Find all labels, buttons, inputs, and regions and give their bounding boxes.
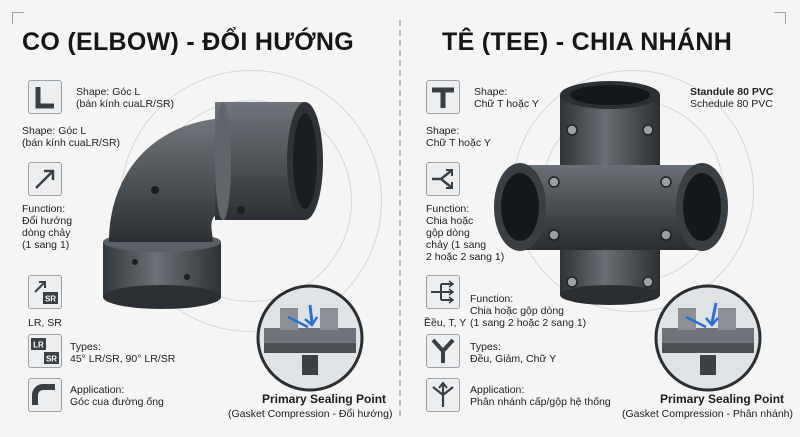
t-shape-icon xyxy=(426,80,460,114)
y-shape-icon xyxy=(426,334,460,368)
corner-mark xyxy=(12,12,24,24)
tee-pipe-illustration xyxy=(494,81,728,305)
sr-badge-text: SR xyxy=(45,295,56,304)
tee-function2-line2: Chia hoặc gộp dòng xyxy=(470,305,564,317)
function-line4: (1 sang 1) xyxy=(22,239,70,251)
tee-function2-label: Function: xyxy=(470,293,514,305)
tee-types-desc: Đều, Giảm, Chữ Y xyxy=(470,353,557,365)
short-radius-icon: SR xyxy=(28,275,62,309)
tee-seal-subtitle: (Gasket Compression - Phân nhánh) xyxy=(622,408,793,420)
shape2-desc: (bán kính cuaLR/SR) xyxy=(22,137,121,149)
tee-application-label: Application: xyxy=(470,384,525,396)
seal-title: Primary Sealing Point xyxy=(262,392,387,406)
pipe-bend-icon xyxy=(28,378,62,412)
tee-function-label: Function: xyxy=(426,203,470,215)
spec-line1: Standule 80 PVC xyxy=(690,86,774,98)
tee-function-line2: Chia hoặc xyxy=(426,215,474,227)
tee-application-desc: Phân nhánh cấp/gộp hệ thống xyxy=(470,396,611,408)
tee-shape-label: Shape: xyxy=(474,86,508,98)
tee-title: TÊ (TEE) - CHIA NHÁNH xyxy=(442,28,733,56)
tee-function-line4: chảy (1 sang xyxy=(426,239,487,251)
sealing-point-callout xyxy=(256,284,364,392)
function-line2: Đổi hướng xyxy=(22,215,73,227)
sr-caption: LR, SR xyxy=(28,317,62,329)
tee-types-caption: Ềều, T, Y xyxy=(424,317,467,329)
seal-subtitle: (Gasket Compression - Đổi hướng) xyxy=(228,408,393,420)
l-shape-icon xyxy=(28,80,62,114)
tee-sealing-point-callout xyxy=(654,284,762,392)
lr-badge-text: LR xyxy=(33,341,44,350)
corner-mark xyxy=(774,12,786,24)
shape-label: Shape: Góc L xyxy=(76,86,141,98)
types-label: Types: xyxy=(70,341,101,353)
tee-shape2-desc: Chữ T hoặc Y xyxy=(426,137,491,149)
function-label: Function: xyxy=(22,203,66,215)
types-desc: 45° LR/SR, 90° LR/SR xyxy=(70,353,176,365)
tee-function-line3: gộp dòng xyxy=(426,227,470,239)
tee-types-label: Types: xyxy=(470,341,501,353)
tee-seal-title: Primary Sealing Point xyxy=(660,392,785,406)
tee-panel: TÊ (TEE) - CHIA NHÁNH Shape: Chữ T hoặc … xyxy=(402,0,800,437)
split-arrow-icon xyxy=(426,162,460,196)
function-line3: dòng chảy xyxy=(22,227,71,239)
tee-shape-desc: Chữ T hoặc Y xyxy=(474,98,539,110)
panel-divider xyxy=(399,20,401,420)
arrow-diagonal-icon xyxy=(28,162,62,196)
elbow-pipe-illustration xyxy=(103,102,323,309)
spec-line2: Schedule 80 PVC xyxy=(690,98,773,110)
sr-badge2-text: SR xyxy=(46,355,57,364)
elbow-panel: CO (ELBOW) - ĐỔI HƯỚNG Shape: Góc L (bán… xyxy=(0,0,398,437)
shape-desc: (bán kính cuaLR/SR) xyxy=(76,98,175,110)
tee-function2-line3: (1 sang 2 hoặc 2 sang 1) xyxy=(470,317,587,329)
tee-shape2-label: Shape: xyxy=(426,125,460,137)
tee-function-line5: 2 hoặc 2 sang 1) xyxy=(426,251,505,263)
branch-arrows-icon xyxy=(426,378,460,412)
multi-branch-icon xyxy=(426,275,460,309)
application-label: Application: xyxy=(70,384,125,396)
application-desc: Góc cua đường ống xyxy=(70,396,164,408)
shape2-label: Shape: Góc L xyxy=(22,125,87,137)
elbow-title: CO (ELBOW) - ĐỔI HƯỚNG xyxy=(22,28,354,56)
